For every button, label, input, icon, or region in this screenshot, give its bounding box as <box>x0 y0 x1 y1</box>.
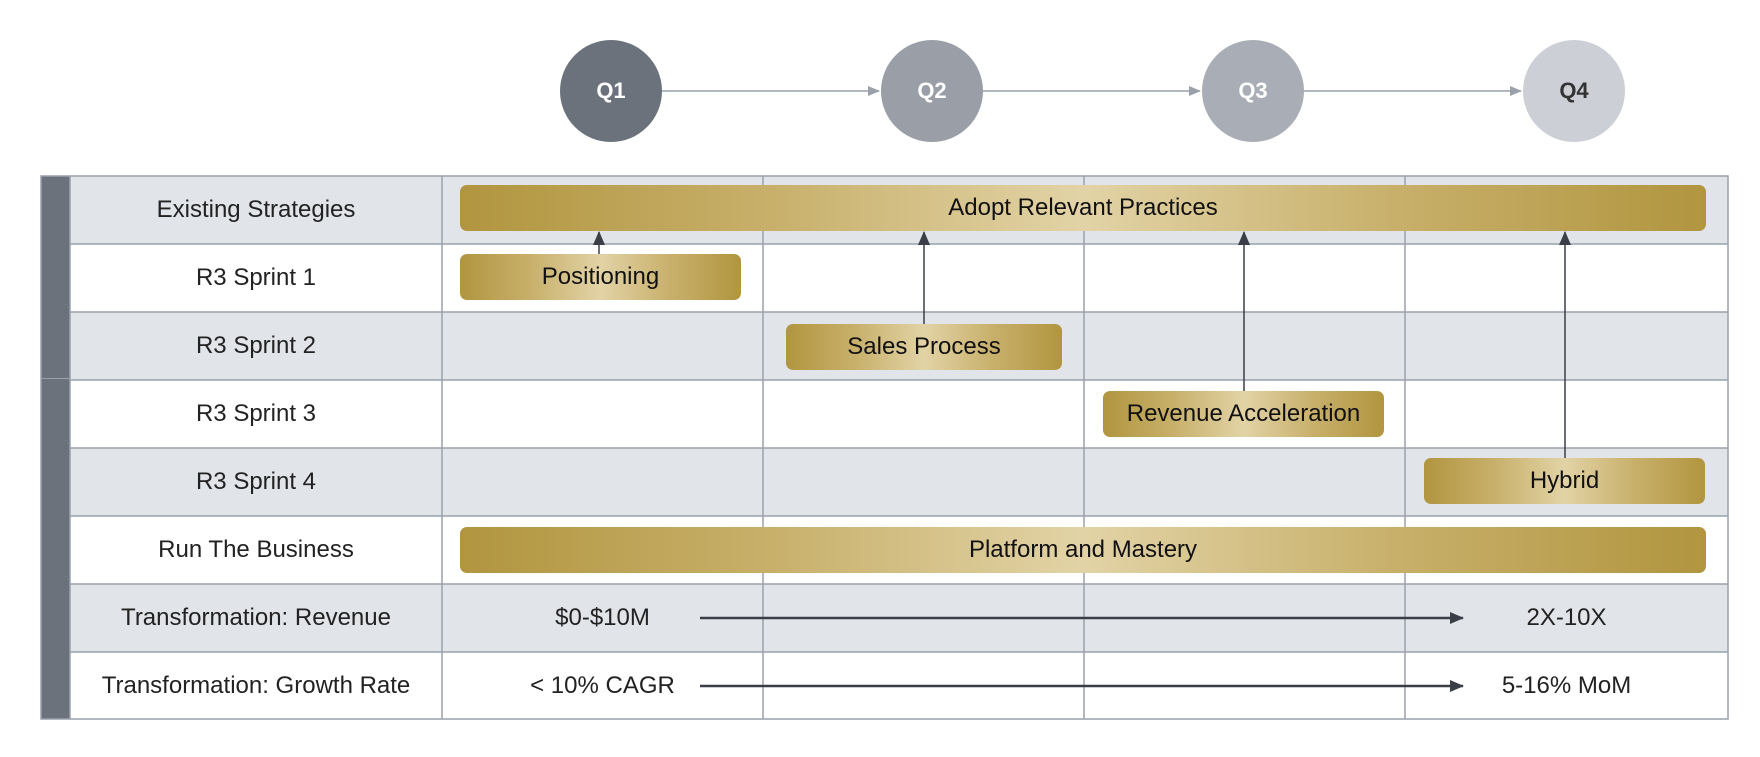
bar-hybrid: Hybrid <box>1424 458 1705 504</box>
quarter-label: Q4 <box>1559 78 1589 103</box>
section-sidebar-divider <box>41 378 70 379</box>
bar-label: Platform and Mastery <box>968 536 1198 563</box>
row-sprint-1 <box>70 244 1728 312</box>
row-label: Transformation: Growth Rate <box>101 672 411 699</box>
bar-label: Hybrid <box>1529 467 1600 494</box>
row-label: R3 Sprint 2 <box>195 332 317 359</box>
bar-positioning: Positioning <box>460 254 741 300</box>
bar-label: Positioning <box>541 263 660 290</box>
bar-adopt-relevant-practices: Adopt Relevant Practices <box>460 185 1706 231</box>
bar-revenue-acceleration: Revenue Acceleration <box>1103 391 1384 437</box>
revenue-start-value: $0-$10M <box>555 604 650 631</box>
growth-start-value: < 10% CAGR <box>530 672 675 699</box>
row-label: R3 Sprint 4 <box>195 468 317 495</box>
quarter-q3: Q3 <box>1202 40 1304 142</box>
quarter-label: Q3 <box>1238 78 1268 103</box>
bar-label: Revenue Acceleration <box>1126 400 1361 427</box>
quarter-label: Q2 <box>917 78 947 103</box>
bar-label: Sales Process <box>847 333 1001 360</box>
quarter-q4: Q4 <box>1523 40 1625 142</box>
bar-label: Adopt Relevant Practices <box>948 194 1218 221</box>
row-label: Transformation: Revenue <box>121 604 391 631</box>
quarter-label: Q1 <box>596 78 626 103</box>
section-sidebar <box>41 176 70 719</box>
bar-platform-and-mastery: Platform and Mastery <box>460 527 1706 573</box>
row-label: R3 Sprint 1 <box>195 264 317 291</box>
row-label: Run The Business <box>158 536 354 563</box>
bar-sales-process: Sales Process <box>786 324 1062 370</box>
quarter-q2: Q2 <box>881 40 983 142</box>
row-label: Existing Strategies <box>156 196 356 223</box>
quarter-q1: Q1 <box>560 40 662 142</box>
growth-end-value: 5-16% MoM <box>1501 672 1632 699</box>
row-sprint-3 <box>70 380 1728 448</box>
row-label: R3 Sprint 3 <box>195 400 317 427</box>
revenue-end-value: 2X-10X <box>1526 604 1607 631</box>
